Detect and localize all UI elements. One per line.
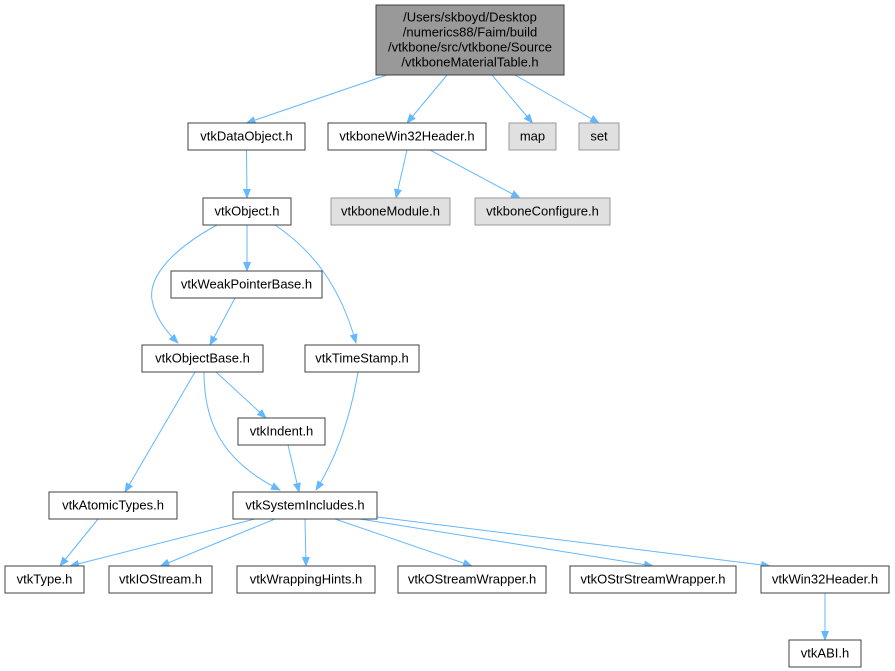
node-root[interactable]: /Users/skboyd/Desktop/numerics88/Faim/bu…: [375, 4, 565, 76]
node-box: [569, 565, 737, 594]
node-vtkWeakPointerBase[interactable]: vtkWeakPointerBase.h: [170, 270, 323, 299]
node-vtkABI[interactable]: vtkABI.h: [788, 639, 862, 668]
edge-vtkAtomicTypes-to-vtkType: [59, 518, 99, 567]
node-vtkObjectBase[interactable]: vtkObjectBase.h: [141, 344, 264, 373]
node-box: [578, 122, 620, 151]
node-label: vtkboneWin32Header.h: [339, 129, 474, 144]
node-box: [474, 197, 611, 226]
node-vtkboneWin32Header[interactable]: vtkboneWin32Header.h: [327, 122, 487, 151]
node-box: [304, 344, 420, 373]
node-vtkAtomicTypes[interactable]: vtkAtomicTypes.h: [48, 491, 178, 520]
edge-vtkSystemIncludes-to-vtkOStreamWrapper: [334, 518, 473, 567]
node-box: [48, 491, 178, 520]
edge-vtkSystemIncludes-to-vtkOStrStreamWrapper: [359, 518, 654, 569]
node-box: [236, 565, 376, 594]
edge-vtkSystemIncludes-to-vtkWin32Header: [376, 516, 771, 569]
node-label: /Users/skboyd/Desktop: [403, 10, 537, 25]
node-box: [508, 122, 557, 151]
node-vtkObject[interactable]: vtkObject.h: [202, 197, 292, 226]
node-label: vtkDataObject.h: [200, 129, 293, 144]
node-box: [202, 197, 292, 226]
node-vtkIndent[interactable]: vtkIndent.h: [237, 417, 326, 446]
edge-vtkTimeStamp-to-vtkSystemIncludes: [315, 371, 359, 491]
edge-vtkWeakPointerBase-to-vtkObjectBase: [209, 297, 236, 346]
node-label: vtkIndent.h: [250, 424, 314, 439]
node-label: vtkObject.h: [214, 204, 279, 219]
edge-vtkIndent-to-vtkSystemIncludes: [287, 444, 301, 493]
node-vtkDataObject[interactable]: vtkDataObject.h: [187, 122, 306, 151]
node-box: [232, 491, 378, 520]
node-box: [108, 565, 213, 594]
node-vtkOStreamWrapper[interactable]: vtkOStreamWrapper.h: [397, 565, 547, 594]
node-label: /numerics88/Faim/build: [403, 25, 537, 40]
edge-vtkObjectBase-to-vtkAtomicTypes: [124, 371, 196, 493]
edge-vtkSystemIncludes-to-vtkIOStream: [159, 518, 276, 567]
node-label: vtkOStrStreamWrapper.h: [581, 572, 726, 587]
node-vtkSystemIncludes[interactable]: vtkSystemIncludes.h: [232, 491, 378, 520]
node-label: vtkWrappingHints.h: [250, 572, 362, 587]
node-label: vtkSystemIncludes.h: [245, 498, 364, 513]
edge-vtkObjectBase-to-vtkSystemIncludes: [203, 371, 281, 491]
node-box: [237, 417, 326, 446]
edge-vtkDataObject-to-vtkObject: [242, 149, 251, 199]
edge-root-to-map: [491, 74, 534, 124]
node-box: [375, 4, 565, 76]
node-label: vtkboneConfigure.h: [486, 204, 599, 219]
edge-root-to-vtkDataObject: [245, 74, 388, 124]
node-map: map: [508, 122, 557, 151]
edge-vtkSystemIncludes-to-vtkWrappingHints: [301, 518, 310, 567]
node-box: [170, 270, 323, 299]
edge-vtkboneWin32Header-to-vtkboneModule: [394, 149, 408, 199]
node-box: [788, 639, 862, 668]
node-label: vtkABI.h: [801, 646, 849, 661]
node-box: [4, 565, 85, 594]
edge-vtkSystemIncludes-to-vtkType: [69, 518, 256, 568]
node-box: [327, 122, 487, 151]
node-label: map: [520, 129, 545, 144]
node-vtkboneConfigure: vtkboneConfigure.h: [474, 197, 611, 226]
node-set: set: [578, 122, 620, 151]
node-label: vtkIOStream.h: [119, 572, 202, 587]
edge-root-to-set: [514, 74, 600, 124]
node-vtkType[interactable]: vtkType.h: [4, 565, 85, 594]
node-vtkWin32Header[interactable]: vtkWin32Header.h: [760, 565, 890, 594]
node-box: [187, 122, 306, 151]
node-label: vtkType.h: [17, 572, 73, 587]
edge-vtkboneWin32Header-to-vtkboneConfigure: [429, 149, 521, 199]
node-label: vtkWin32Header.h: [772, 572, 878, 587]
node-box: [330, 197, 451, 226]
node-vtkOStrStreamWrapper[interactable]: vtkOStrStreamWrapper.h: [569, 565, 737, 594]
node-box: [141, 344, 264, 373]
node-label: vtkObjectBase.h: [155, 351, 250, 366]
node-label: /vtkbone/src/vtkbone/Source: [388, 40, 552, 55]
node-label: vtkWeakPointerBase.h: [181, 277, 312, 292]
node-vtkIOStream[interactable]: vtkIOStream.h: [108, 565, 213, 594]
node-label: vtkOStreamWrapper.h: [408, 572, 536, 587]
edge-root-to-vtkboneWin32Header: [406, 74, 448, 124]
node-box: [760, 565, 890, 594]
node-vtkWrappingHints[interactable]: vtkWrappingHints.h: [236, 565, 376, 594]
node-label: /vtkboneMaterialTable.h: [401, 55, 538, 70]
node-vtkboneModule: vtkboneModule.h: [330, 197, 451, 226]
node-label: vtkAtomicTypes.h: [62, 498, 164, 513]
node-box: [397, 565, 547, 594]
edges-layer: [59, 74, 829, 641]
node-label: set: [590, 129, 608, 144]
node-vtkTimeStamp[interactable]: vtkTimeStamp.h: [304, 344, 420, 373]
nodes-layer: /Users/skboyd/Desktop/numerics88/Faim/bu…: [4, 4, 890, 668]
node-label: vtkboneModule.h: [341, 204, 440, 219]
edge-vtkObject-to-vtkObjectBase: [151, 224, 218, 344]
edge-vtkObject-to-vtkTimeStamp: [274, 224, 358, 344]
node-label: vtkTimeStamp.h: [315, 351, 408, 366]
edge-vtkObjectBase-to-vtkIndent: [215, 371, 267, 419]
